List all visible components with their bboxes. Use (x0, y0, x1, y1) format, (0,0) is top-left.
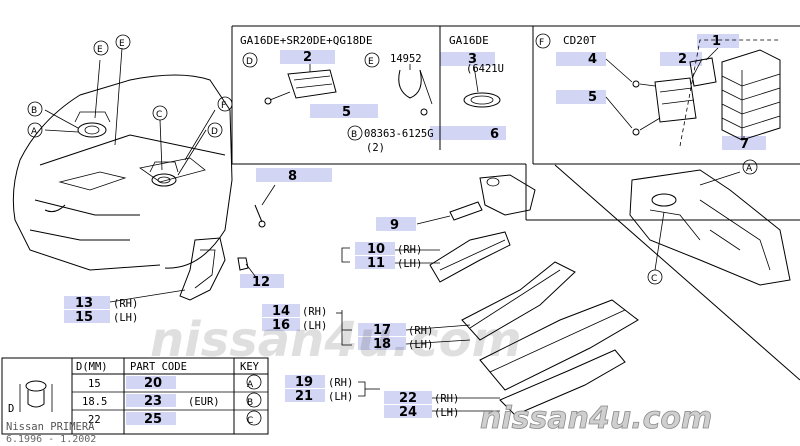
header-cd20t: CD20T (563, 34, 596, 47)
side-rh-14: (RH) (302, 306, 327, 318)
callout-circles (27, 33, 758, 426)
callout-a-tower: A (746, 164, 753, 174)
part-7: 7 (740, 137, 749, 152)
side-lh-24: (LH) (434, 407, 459, 419)
callout-d-car: D (211, 127, 218, 137)
table-row-2-d: 18.5 (82, 396, 107, 408)
callout-c-car: C (156, 110, 162, 120)
strut-tower-assembly (629, 169, 791, 286)
cd20t-bracket-group (605, 47, 719, 136)
leader-lines (336, 247, 500, 412)
side-members (461, 261, 639, 416)
watermark-center: nissan4u.com (150, 312, 522, 368)
callout-b-car: B (31, 106, 37, 116)
bolt-qty: (2) (366, 142, 385, 154)
side-lh-16: (LH) (302, 320, 327, 332)
bolt-8 (254, 184, 276, 228)
part-8: 8 (288, 169, 297, 184)
part-3: 3 (468, 52, 477, 67)
side-rh-10: (RH) (397, 244, 422, 256)
ref-14952: 14952 (390, 53, 422, 65)
part-18: 18 (373, 337, 391, 352)
part-9: 9 (390, 218, 399, 233)
part-25: 25 (144, 412, 162, 427)
table-row-2-note: (EUR) (188, 396, 220, 408)
callout-d-box: D (246, 57, 253, 67)
watermark-corner: nissan4u.com (480, 401, 712, 436)
bolt-code: 08363-6125G (364, 128, 434, 140)
part-10: 10 (367, 242, 385, 257)
side-lh-11: (LH) (397, 258, 422, 270)
table-key-b: B (247, 398, 253, 408)
table-key-c: C (247, 416, 253, 426)
part-5: 5 (342, 105, 351, 120)
callout-b-bolt: B (351, 130, 357, 140)
callout-e-box: E (368, 57, 374, 67)
part-number-highlights (64, 34, 766, 425)
apron-parts (416, 174, 536, 283)
callout-f-car: F (221, 101, 226, 111)
callout-c-tower: C (651, 274, 657, 284)
part-code-table: D D(MM) PART CODE KEY 15 18.5 22 20 23 2… (1, 357, 269, 435)
side-rh-22: (RH) (434, 393, 459, 405)
side-rh-19: (RH) (328, 377, 353, 389)
callout-letters: E E B A C F D D E F B A C (31, 38, 753, 284)
side-labels: (RH) (LH) (RH) (LH) (RH) (LH) (RH) (LH) … (113, 244, 459, 419)
table-header-d: D(MM) (76, 361, 108, 373)
bracket-2-group (264, 64, 337, 105)
part-2: 2 (303, 50, 312, 65)
part-2-cd20t: 2 (678, 52, 687, 67)
part-22: 22 (399, 391, 417, 406)
clamp-6421u (463, 65, 501, 108)
battery-box-7 (679, 39, 781, 147)
part-21: 21 (295, 389, 313, 404)
table-dim-label: D (8, 403, 14, 415)
side-rh-13: (RH) (113, 298, 138, 310)
part-numbers: 2 5 3 6 1 2 4 5 7 8 9 10 11 12 13 15 14 … (75, 34, 749, 420)
side-rh-17: (RH) (408, 325, 433, 337)
table-header-key: KEY (240, 361, 260, 373)
part-13: 13 (75, 296, 93, 311)
table-row-1-d: 15 (88, 378, 101, 390)
part-12: 12 (252, 275, 270, 290)
side-lh-21: (LH) (328, 391, 353, 403)
part-23: 23 (144, 394, 162, 409)
table-row-3-d: 22 (88, 414, 101, 426)
part-6: 6 (490, 127, 499, 142)
side-lh-15: (LH) (113, 312, 138, 324)
part-24: 24 (399, 405, 417, 420)
ref-6421u: (6421U (466, 63, 504, 75)
table-key-a: A (247, 380, 254, 390)
part-1: 1 (712, 34, 721, 49)
table-header-code: PART CODE (130, 361, 187, 373)
part-4: 4 (588, 52, 597, 67)
footer-model: Nissan PRIMERA (6, 421, 95, 433)
header-ga16de: GA16DE (449, 34, 489, 47)
callout-e-car2: E (119, 39, 125, 49)
fender-parts (109, 237, 259, 303)
part-16: 16 (272, 318, 290, 333)
part-11: 11 (367, 256, 385, 271)
part-17: 17 (373, 323, 391, 338)
side-lh-18: (LH) (408, 339, 433, 351)
footer-dates: 6.1996 - 1.2002 (6, 434, 96, 445)
part-14: 14 (272, 304, 290, 319)
clamp-14952 (398, 64, 433, 116)
callout-f-box: F (539, 38, 544, 48)
part-5-cd20t: 5 (588, 90, 597, 105)
part-20: 20 (144, 376, 162, 391)
header-ga-sr-qg: GA16DE+SR20DE+QG18DE (240, 34, 372, 47)
variant-frame (231, 25, 800, 381)
part-19: 19 (295, 375, 313, 390)
part-15: 15 (75, 310, 93, 325)
callout-a-car: A (31, 127, 38, 137)
callout-e-car: E (97, 45, 103, 55)
car-front-body (12, 47, 233, 271)
